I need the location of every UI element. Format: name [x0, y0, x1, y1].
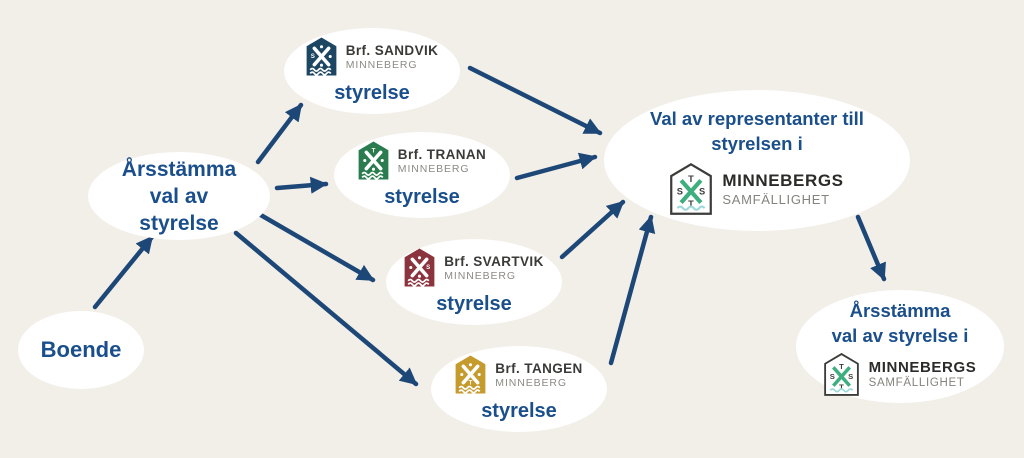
svartvik-brand-region: MINNEBERG	[444, 269, 516, 282]
minnebergs-samfallighet-shield-icon: T S S T	[670, 163, 713, 215]
val-line-1: Val av representanter till	[650, 108, 864, 129]
node-brf-tangen: T Brf. TANGEN MINNEBERG styrelse	[431, 346, 607, 432]
brf-sandvik-shield-icon: S	[306, 37, 337, 76]
svg-text:T: T	[839, 361, 844, 370]
node-val-representanter: Val av representanter till styrelsen i T…	[604, 90, 910, 231]
tangen-brand-name: Brf. TANGEN	[495, 360, 583, 376]
svg-text:S: S	[426, 264, 430, 271]
tranan-brand-name: Brf. TRANAN	[397, 146, 487, 162]
node-brf-svartvik: S Brf. SVARTVIK MINNEBERG styrelse	[386, 239, 562, 325]
svg-text:T: T	[839, 382, 844, 391]
svg-text:S: S	[848, 372, 853, 381]
node-arsstamma-samfallighet: Årsstämma val av styrelse i T S S T MINN…	[796, 290, 1004, 403]
arrow-val-to-arsstamma-samfallighet	[855, 214, 887, 282]
arsstamma-samfallighet-line-1: Årsstämma	[849, 299, 951, 321]
sandvik-brand-name: Brf. SANDVIK	[345, 42, 439, 58]
samfallighet-logo-row: T S S T MINNEBERGS SAMFÄLLIGHET	[670, 163, 843, 215]
brf-svartvik-shield-icon: S	[404, 248, 435, 287]
val-line-2: styrelsen i	[711, 133, 803, 154]
arrow-arsstamma-to-tangen	[233, 230, 419, 387]
samfallighet-logo-subtitle-small: SAMFÄLLIGHET	[868, 377, 965, 389]
arrow-arsstamma-to-sandvik	[255, 102, 304, 165]
brf-tangen-shield-icon: T	[455, 355, 486, 394]
arrow-boende-to-arsstamma	[92, 234, 155, 310]
tranan-styrelse-label: styrelse	[384, 186, 460, 208]
svg-text:T: T	[469, 380, 473, 387]
svartvik-brand-name: Brf. SVARTVIK	[444, 253, 544, 269]
tangen-logo-row: T Brf. TANGEN MINNEBERG	[455, 355, 582, 394]
sandvik-brand-region: MINNEBERG	[345, 58, 418, 71]
node-brf-tranan: T Brf. TRANAN MINNEBERG styrelse	[334, 132, 510, 218]
arrow-sandvik-to-val	[467, 65, 603, 136]
svartvik-styrelse-label: styrelse	[436, 293, 512, 315]
svg-text:T: T	[689, 174, 695, 184]
tranan-brand-region: MINNEBERG	[397, 162, 470, 175]
svg-text:T: T	[371, 147, 375, 154]
node-boende: Boende	[18, 311, 144, 389]
arrow-arsstamma-to-tranan	[274, 176, 329, 194]
arrow-tangen-to-val	[608, 214, 656, 366]
brf-tranan-shield-icon: T	[358, 141, 389, 180]
arsstamma-line-3: styrelse	[139, 211, 219, 235]
svg-text:S: S	[699, 186, 705, 196]
svg-text:S: S	[829, 372, 834, 381]
svartvik-logo-row: S Brf. SVARTVIK MINNEBERG	[404, 248, 543, 287]
minnebergs-samfallighet-shield-icon: T S S T	[823, 352, 859, 396]
samfallighet-logo-title-small: MINNEBERGS	[868, 359, 977, 376]
svg-text:T: T	[689, 199, 695, 209]
svg-text:S: S	[677, 186, 683, 196]
boende-label: Boende	[40, 337, 122, 362]
arrow-svartvik-to-val	[559, 199, 626, 260]
node-arsstamma: Årsstämma val av styrelse	[88, 152, 270, 240]
sandvik-logo-row: S Brf. SANDVIK MINNEBERG	[306, 37, 439, 76]
tangen-styrelse-label: styrelse	[481, 400, 557, 422]
arsstamma-line-1: Årsstämma	[121, 157, 237, 181]
arrow-arsstamma-to-svartvik	[256, 211, 376, 283]
sandvik-styrelse-label: styrelse	[334, 82, 410, 104]
arrow-tranan-to-val	[514, 152, 598, 181]
svg-text:S: S	[310, 53, 314, 60]
samfallighet-logo-row-small: T S S T MINNEBERGS SAMFÄLLIGHET	[823, 352, 977, 396]
tangen-brand-region: MINNEBERG	[495, 376, 567, 389]
samfallighet-logo-title: MINNEBERGS	[722, 171, 844, 190]
tranan-logo-row: T Brf. TRANAN MINNEBERG	[358, 141, 486, 180]
arsstamma-samfallighet-line-2: val av styrelse i	[831, 324, 969, 346]
arsstamma-line-2: val av	[149, 184, 209, 208]
node-brf-sandvik: S Brf. SANDVIK MINNEBERG styrelse	[284, 28, 460, 114]
samfallighet-logo-subtitle: SAMFÄLLIGHET	[722, 192, 830, 207]
